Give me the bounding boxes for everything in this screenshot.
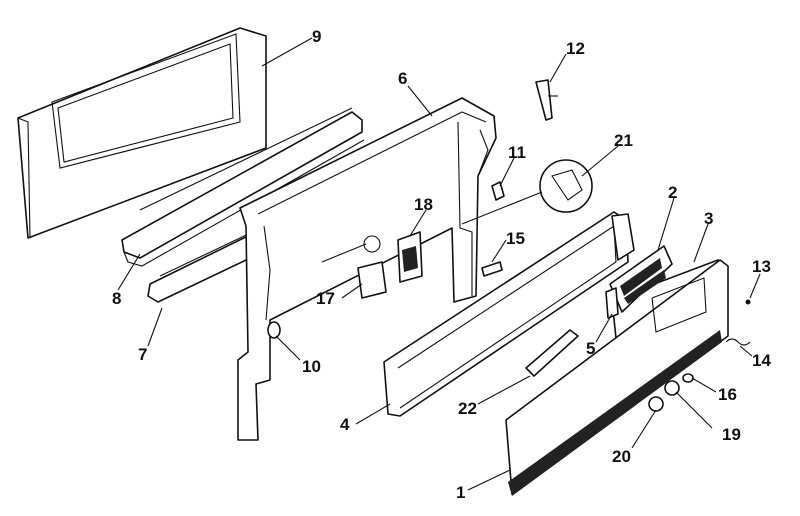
callout-2: 2: [668, 183, 677, 202]
callout-3: 3: [704, 209, 713, 228]
callout-22: 22: [458, 399, 477, 418]
callout-17: 17: [316, 289, 335, 308]
part-21-detail: [461, 159, 593, 225]
callout-12: 12: [566, 39, 585, 58]
callout-15: 15: [506, 229, 525, 248]
leader-lines: [117, 37, 761, 491]
part-16-knob: [682, 373, 694, 383]
callout-4: 4: [340, 415, 350, 434]
part-9-window-panel: [17, 27, 267, 239]
part-5-bracket: [605, 287, 619, 319]
part-14-spring: [725, 338, 751, 346]
callout-5: 5: [586, 339, 595, 358]
callout-1: 1: [456, 483, 465, 502]
part-20-knob: [648, 396, 664, 412]
part-19-knob: [664, 380, 680, 396]
part-18-switch: [397, 231, 423, 283]
part-13-screw: [745, 299, 751, 305]
callout-6: 6: [398, 69, 407, 88]
part-11-clip: [491, 181, 505, 201]
callout-21: 21: [614, 131, 633, 150]
part-22-handle: [525, 329, 579, 377]
callout-13: 13: [752, 257, 771, 276]
callout-7: 7: [138, 345, 147, 364]
callout-20: 20: [612, 447, 631, 466]
callout-10: 10: [302, 357, 321, 376]
part-10-grommet: [267, 321, 281, 339]
callout-14: 14: [752, 351, 771, 370]
part-12-bar: [535, 79, 558, 121]
part-1-front-panel: [505, 259, 729, 496]
part-15-pin: [481, 261, 503, 277]
callout-9: 9: [312, 27, 321, 46]
part-4-panel-backing: [383, 211, 635, 417]
callout-16: 16: [718, 385, 737, 404]
part-2-clock-module: [609, 245, 673, 313]
part-17-thermostat: [321, 235, 387, 299]
callout-labels: 9 6 12 11 21 2 3 13 18 15 8 17 7 10 5 14…: [112, 27, 771, 502]
callout-18: 18: [414, 195, 433, 214]
callout-19: 19: [722, 425, 741, 444]
callout-8: 8: [112, 289, 121, 308]
callout-11: 11: [508, 143, 526, 162]
